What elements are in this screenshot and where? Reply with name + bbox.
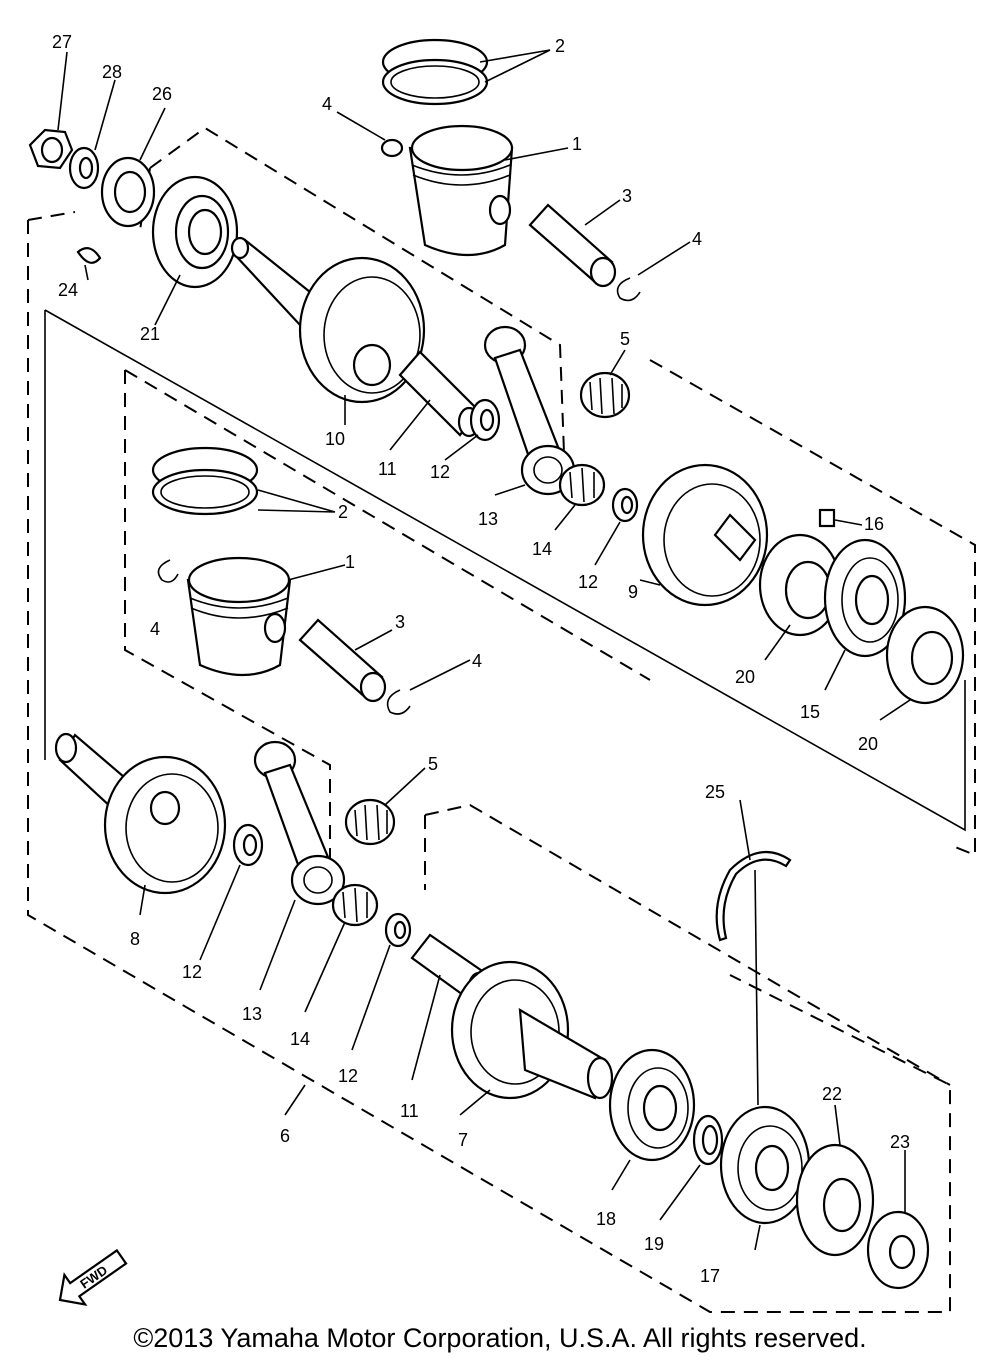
callout-1: 1	[572, 134, 582, 154]
part-2-piston-rings-upper	[381, 38, 489, 106]
leader-lines	[57, 49, 911, 1251]
callout-11: 11	[378, 459, 397, 479]
callout-17: 17	[700, 1266, 720, 1286]
crank-axis-line	[44, 309, 966, 832]
callout-5: 5	[428, 754, 438, 774]
crankshaft-piston-exploded-diagram: 27 28 26 2 4 1 3 4 24 21 5 10 11 12 13 2…	[27, 32, 976, 1313]
part-10-crank-half	[230, 236, 426, 404]
fwd-arrow-icon: FWD	[58, 1248, 128, 1306]
callout-4: 4	[150, 619, 160, 639]
part-21-bearing	[151, 175, 239, 289]
part-19-washer	[692, 1114, 724, 1166]
callout-14: 14	[290, 1029, 310, 1049]
callout-1: 1	[345, 552, 355, 572]
part-12-washer-b	[611, 487, 639, 523]
part-18-bearing	[608, 1048, 696, 1162]
part-4-circlip-b	[616, 277, 641, 302]
callout-15: 15	[800, 702, 820, 722]
part-13-connecting-rod-lower	[253, 740, 346, 906]
callout-23: 23	[890, 1132, 910, 1152]
callout-22: 22	[822, 1084, 842, 1104]
callout-14: 14	[532, 539, 552, 559]
callout-13: 13	[242, 1004, 262, 1024]
callout-10: 10	[325, 429, 345, 449]
callout-12: 12	[578, 572, 598, 592]
callout-12: 12	[182, 962, 202, 982]
callout-8: 8	[130, 929, 140, 949]
part-14-needle-bearing-b	[331, 883, 379, 927]
assembly-outlines	[27, 126, 976, 1313]
callout-13: 13	[478, 509, 498, 529]
part-24-woodruff-key	[76, 247, 102, 264]
callout-7: 7	[458, 1130, 468, 1150]
callout-11: 11	[400, 1101, 419, 1121]
assembly-outline-middle	[124, 369, 651, 890]
part-26-oil-seal	[100, 156, 156, 228]
part-20-oil-seal-b	[885, 605, 965, 705]
assembly-outline-right-crank	[649, 359, 976, 857]
part-12-washer-c	[232, 823, 264, 867]
callout-4: 4	[472, 651, 482, 671]
part-14-needle-bearing-a	[558, 463, 606, 507]
part-3-piston-pin-lower	[298, 618, 387, 703]
part-16-pin	[818, 508, 836, 528]
part-5-needle-bearing-upper	[579, 371, 631, 419]
callout-28: 28	[102, 62, 122, 82]
callout-26: 26	[152, 84, 172, 104]
callout-labels: 27 28 26 2 4 1 3 4 24 21 5 10 11 12 13 2…	[52, 32, 910, 1286]
callout-19: 19	[644, 1234, 664, 1254]
part-1-piston-lower	[186, 556, 292, 677]
part-23-sprocket	[866, 1210, 930, 1290]
assembly-outline-lower-right	[424, 803, 951, 1086]
callout-4: 4	[322, 94, 332, 114]
callout-25: 25	[705, 782, 725, 802]
part-4-circlip-c	[157, 559, 179, 583]
callout-2: 2	[555, 36, 565, 56]
part-22-oil-seal	[795, 1143, 875, 1257]
part-25-circlip	[715, 850, 792, 942]
part-15-bearing	[823, 538, 907, 658]
part-12-washer-d	[384, 912, 412, 948]
callout-27: 27	[52, 32, 72, 52]
part-3-piston-pin-upper	[528, 203, 617, 288]
part-9-crank-half	[641, 463, 769, 607]
callout-18: 18	[596, 1209, 616, 1229]
callout-12: 12	[430, 462, 450, 482]
copyright-notice: ©2013 Yamaha Motor Corporation, U.S.A. A…	[133, 1323, 867, 1353]
part-27-nut	[28, 128, 74, 170]
part-17-bearing	[719, 1105, 811, 1225]
callout-16: 16	[864, 514, 884, 534]
part-7-crank-half	[450, 960, 614, 1100]
callout-2: 2	[338, 502, 348, 522]
part-5-needle-bearing-lower	[344, 798, 396, 846]
callout-20: 20	[858, 734, 878, 754]
callout-24: 24	[58, 280, 78, 300]
assembly-outline-crankshaft-6	[27, 211, 951, 1313]
callout-6: 6	[280, 1126, 290, 1146]
part-12-washer-a	[469, 398, 501, 442]
part-1-piston-upper	[408, 124, 514, 257]
callout-5: 5	[620, 329, 630, 349]
callout-3: 3	[395, 612, 405, 632]
part-4-circlip-d	[386, 689, 411, 715]
callout-12: 12	[338, 1066, 358, 1086]
callout-4: 4	[692, 229, 702, 249]
part-2-piston-rings-lower	[151, 446, 259, 516]
part-13-connecting-rod-upper	[483, 325, 576, 496]
callout-3: 3	[622, 186, 632, 206]
part-8-crank-half	[54, 732, 227, 895]
callout-20: 20	[735, 667, 755, 687]
part-4-circlip-a	[380, 138, 404, 158]
callout-9: 9	[628, 582, 638, 602]
part-28-washer	[68, 146, 100, 190]
callout-21: 21	[140, 324, 160, 344]
